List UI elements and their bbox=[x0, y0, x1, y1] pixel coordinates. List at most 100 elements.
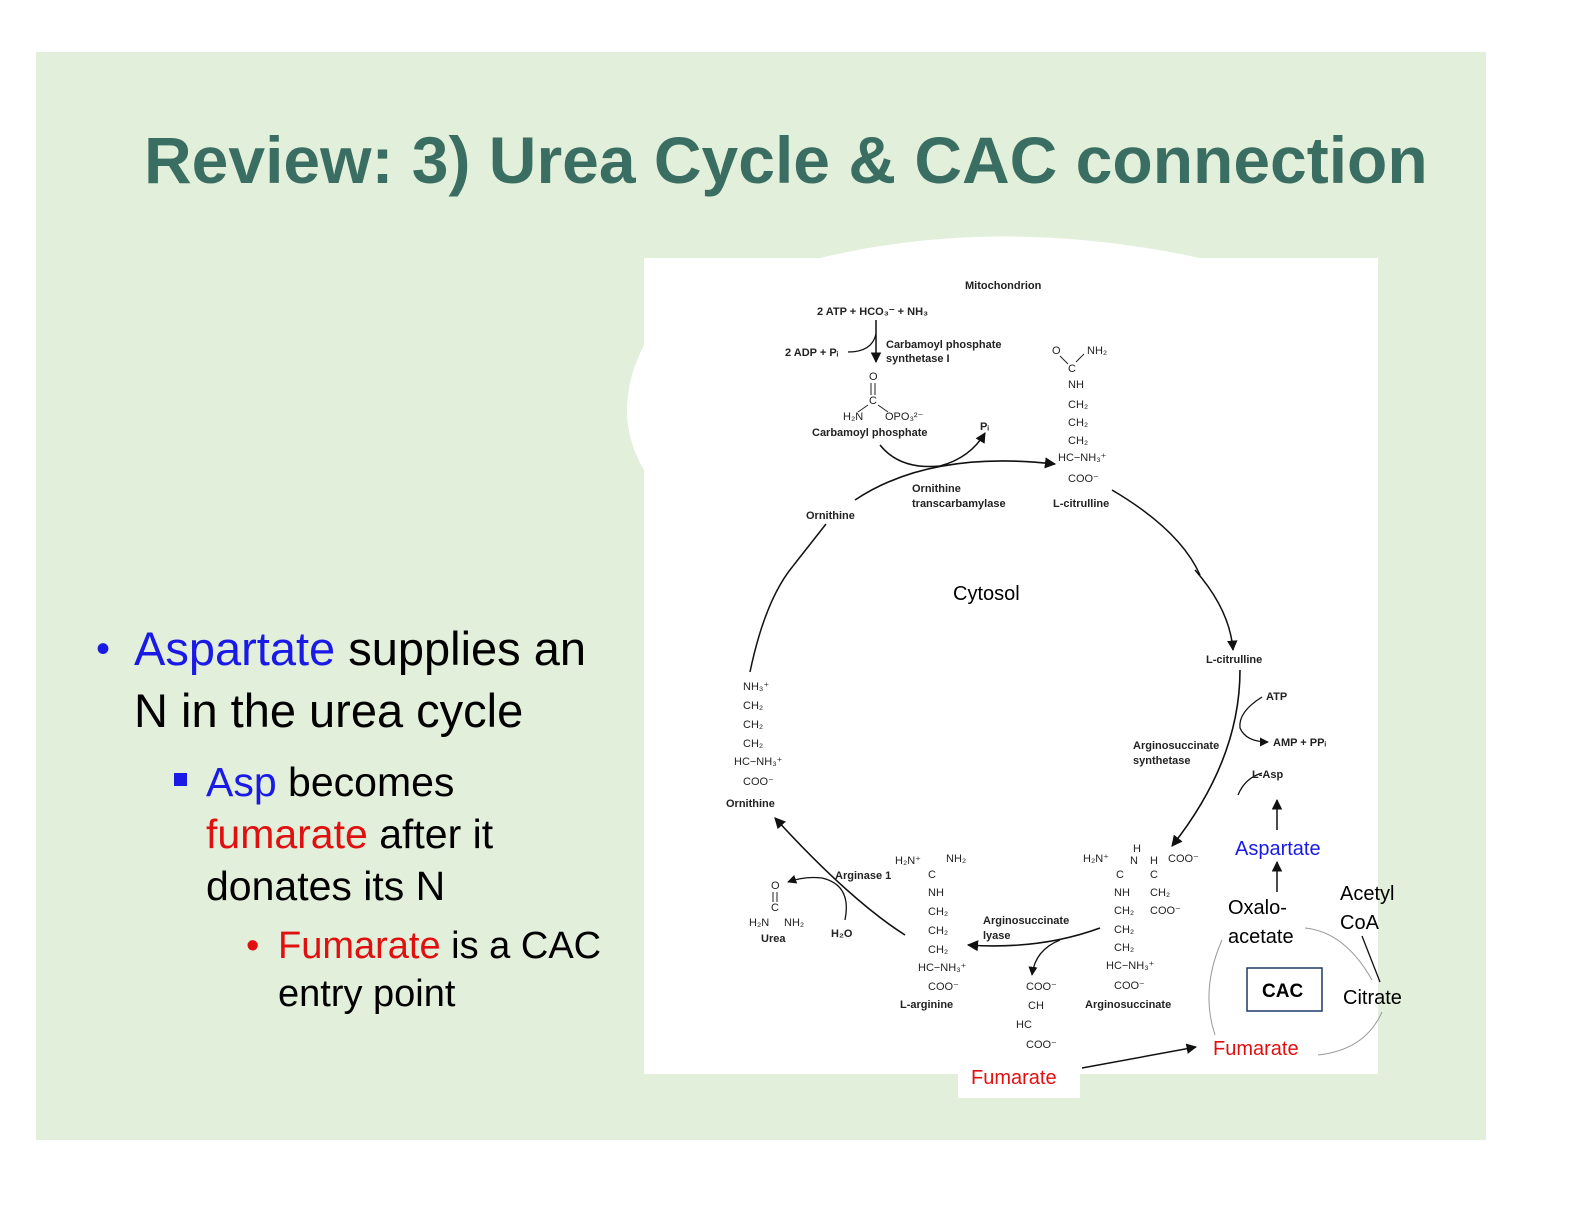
svg-text:CH₂: CH₂ bbox=[1068, 399, 1088, 411]
lasp-label: L-Asp bbox=[1252, 769, 1283, 781]
fumarate-cac-label: Fumarate bbox=[1213, 1038, 1299, 1060]
carbamoyl-phosphate-structure: O C H₂N OPO₃²⁻ bbox=[843, 371, 924, 423]
svg-text:COO⁻: COO⁻ bbox=[1150, 905, 1181, 917]
bullet-dot-icon: • bbox=[246, 925, 260, 967]
svg-text:NH₂: NH₂ bbox=[784, 917, 804, 929]
svg-text:HC−NH₃⁺: HC−NH₃⁺ bbox=[1058, 452, 1107, 464]
svg-text:H₂N⁺: H₂N⁺ bbox=[895, 855, 921, 867]
diagram-panel bbox=[627, 236, 1378, 1098]
acetyl-coa-line1: Acetyl bbox=[1340, 883, 1394, 905]
svg-text:C: C bbox=[869, 395, 877, 407]
bullet-asp: Asp bbox=[206, 759, 277, 805]
arginase-arrow bbox=[774, 817, 906, 936]
arginosuccinate-label: Arginosuccinate bbox=[1085, 999, 1171, 1011]
svg-text:C: C bbox=[1116, 869, 1124, 881]
svg-text:C: C bbox=[1068, 363, 1076, 375]
bullet-level2: Asp becomes fumarate after it donates it… bbox=[174, 756, 616, 912]
ass-enzyme-line1: Arginosuccinate bbox=[1133, 740, 1219, 752]
bullet-dot-icon: • bbox=[96, 627, 111, 671]
ornithine-mito-label: Ornithine bbox=[806, 510, 855, 522]
svg-text:CH₂: CH₂ bbox=[1114, 924, 1134, 936]
cac-label: CAC bbox=[1262, 981, 1303, 1002]
svg-text:CH₂: CH₂ bbox=[743, 738, 763, 750]
bullet-text: becomes bbox=[276, 759, 455, 805]
svg-text:C: C bbox=[771, 902, 779, 914]
svg-text:CH₂: CH₂ bbox=[928, 906, 948, 918]
cps-enzyme-line2: synthetase I bbox=[886, 353, 950, 365]
svg-text:CH₂: CH₂ bbox=[1068, 417, 1088, 429]
cac-cycle-line bbox=[1208, 939, 1223, 1036]
cytosol-label: Cytosol bbox=[953, 583, 1020, 605]
svg-text:CH: CH bbox=[1028, 1000, 1044, 1012]
oxaloacetate-line2: acetate bbox=[1228, 926, 1294, 948]
svg-text:C: C bbox=[1150, 869, 1158, 881]
atp-branch bbox=[1239, 696, 1269, 747]
ass-enzyme-line2: synthetase bbox=[1133, 755, 1190, 767]
svg-text:NH₂: NH₂ bbox=[1087, 345, 1107, 357]
cac-cycle-line bbox=[1317, 1011, 1383, 1056]
ass-arrow bbox=[1171, 669, 1241, 847]
svg-text:COO⁻: COO⁻ bbox=[928, 981, 959, 993]
svg-text:H₂N⁺: H₂N⁺ bbox=[1083, 853, 1109, 865]
aspartate-label: Aspartate bbox=[1235, 838, 1321, 860]
svg-text:O: O bbox=[1052, 345, 1061, 357]
acetyl-coa-line bbox=[1361, 935, 1381, 983]
svg-text:CH₂: CH₂ bbox=[928, 944, 948, 956]
arginosuccinate-structure: H₂N⁺ H N H COO⁻ C C NH CH₂ CH₂ COO⁻ CH₂ … bbox=[1083, 843, 1199, 992]
bullet-square-icon bbox=[174, 773, 187, 786]
svg-text:CH₂: CH₂ bbox=[743, 700, 763, 712]
fumarate-branch bbox=[1028, 939, 1061, 976]
otc-arrow bbox=[854, 457, 1057, 501]
svg-text:H: H bbox=[1133, 843, 1141, 855]
svg-text:OPO₃²⁻: OPO₃²⁻ bbox=[885, 411, 924, 423]
svg-text:H₂N: H₂N bbox=[749, 917, 769, 929]
water-label: H₂O bbox=[831, 928, 853, 940]
svg-text:COO⁻: COO⁻ bbox=[1114, 980, 1145, 992]
acetyl-coa-line2: CoA bbox=[1340, 912, 1380, 934]
bullet-level1: •Aspartate supplies an N in the urea cyc… bbox=[96, 618, 616, 742]
ornithine-cyto-label: Ornithine bbox=[726, 798, 775, 810]
svg-text:NH: NH bbox=[1114, 887, 1130, 899]
svg-text:HC−NH₃⁺: HC−NH₃⁺ bbox=[918, 962, 967, 974]
citrulline-transport-arrow bbox=[1194, 569, 1238, 652]
svg-text:HC−NH₃⁺: HC−NH₃⁺ bbox=[734, 756, 783, 768]
fumarate-to-cac-arrow bbox=[1081, 1043, 1198, 1069]
citrulline-transport-line bbox=[1111, 489, 1201, 576]
bullet-level3: •Fumarate is a CAC entry point bbox=[246, 922, 616, 1018]
svg-text:O: O bbox=[771, 880, 780, 892]
adp-label: 2 ADP + Pᵢ bbox=[785, 347, 839, 359]
svg-text:COO⁻: COO⁻ bbox=[743, 776, 774, 788]
svg-text:HC: HC bbox=[1016, 1019, 1032, 1031]
bullet-text: is a CAC entry point bbox=[278, 925, 602, 1015]
bullet-text: after it donates its N bbox=[206, 811, 494, 909]
urea-structure: O C H₂N NH₂ bbox=[749, 880, 804, 929]
carbamoyl-phosphate-label: Carbamoyl phosphate bbox=[812, 427, 928, 439]
cps-enzyme-line1: Carbamoyl phosphate bbox=[886, 339, 1002, 351]
ornithine-structure: NH₃⁺ CH₂ CH₂ CH₂ HC−NH₃⁺ COO⁻ bbox=[734, 681, 783, 788]
svg-text:NH: NH bbox=[928, 887, 944, 899]
larginine-label: L-arginine bbox=[900, 999, 953, 1011]
arginase-enzyme-label: Arginase 1 bbox=[835, 870, 891, 882]
slide-title: Review: 3) Urea Cycle & CAC connection bbox=[144, 123, 1428, 197]
reactants-label: 2 ATP + HCO₃⁻ + NH₃ bbox=[817, 306, 928, 318]
bullet-fumarate: fumarate bbox=[206, 811, 368, 857]
svg-text:C: C bbox=[928, 869, 936, 881]
svg-text:H₂N: H₂N bbox=[843, 411, 863, 423]
asl-enzyme-line2: lyase bbox=[983, 930, 1011, 942]
svg-text:COO⁻: COO⁻ bbox=[1026, 1039, 1057, 1051]
cac-box bbox=[1246, 967, 1323, 1012]
otc-enzyme-line2: transcarbamylase bbox=[912, 498, 1006, 510]
svg-text:NH₂: NH₂ bbox=[946, 853, 966, 865]
bullet-list: •Aspartate supplies an N in the urea cyc… bbox=[96, 618, 616, 1018]
svg-text:CH₂: CH₂ bbox=[1114, 905, 1134, 917]
oxaloacetate-line1: Oxalo- bbox=[1228, 897, 1287, 919]
asl-arrow bbox=[966, 927, 1101, 952]
fumarate-structure: COO⁻ CH HC COO⁻ bbox=[1016, 981, 1057, 1051]
ornithine-transport-line bbox=[749, 565, 794, 673]
svg-text:CH₂: CH₂ bbox=[1150, 887, 1170, 899]
amp-label: AMP + PPᵢ bbox=[1273, 737, 1326, 749]
svg-text:COO⁻: COO⁻ bbox=[1026, 981, 1057, 993]
svg-text:H: H bbox=[1150, 855, 1158, 867]
asl-enzyme-line1: Arginosuccinate bbox=[983, 915, 1069, 927]
pi-label: Pᵢ bbox=[980, 421, 989, 433]
